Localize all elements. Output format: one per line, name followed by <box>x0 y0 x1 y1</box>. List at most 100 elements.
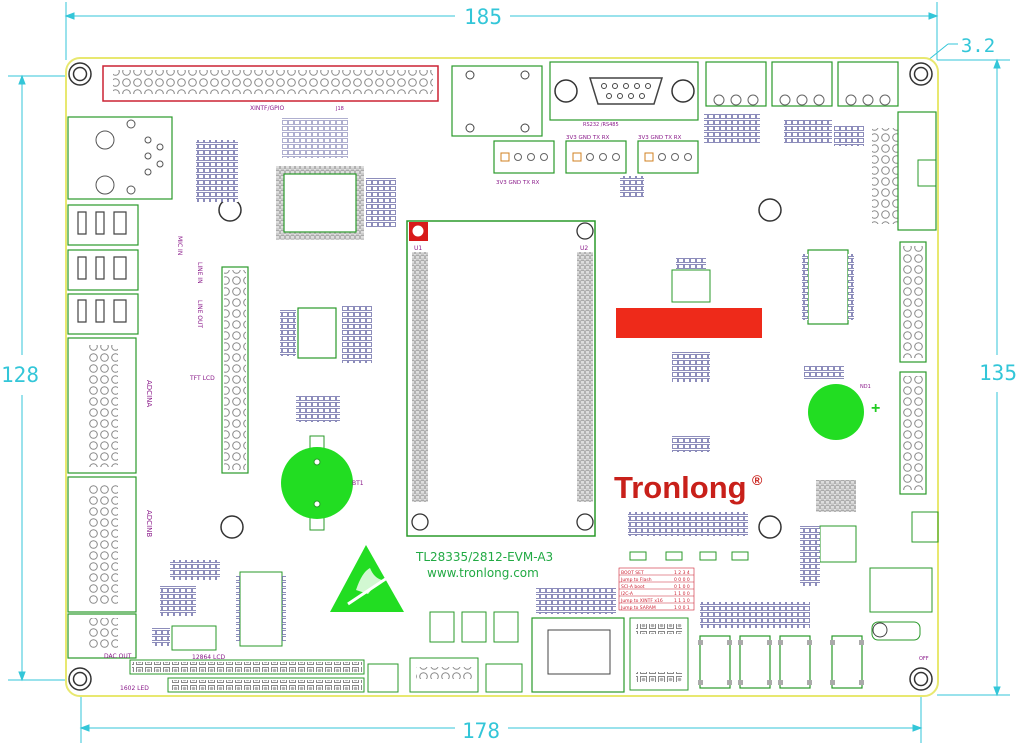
smd-sd-cluster <box>536 588 616 614</box>
push-buttons <box>699 635 863 689</box>
smd-cluster-tr2 <box>784 120 832 144</box>
smd-button-cluster <box>700 602 810 628</box>
boot-table-row-label: Jump to Flash <box>620 577 652 583</box>
label-uart-a: 3V3 GND TX RX <box>496 180 540 186</box>
boot-dip-switch <box>629 617 689 691</box>
stepper-motor-pins <box>416 667 474 679</box>
label-line-in: LINE IN <box>196 262 203 284</box>
dimension-top: 185 <box>464 5 502 29</box>
esd-warning-symbol <box>330 545 404 612</box>
ic-u21-pins-left <box>236 576 240 642</box>
boot-table-row-value: 0 0 0 0 <box>674 577 690 583</box>
lcd-12864-header-row1 <box>132 662 362 672</box>
boot-table-row-label: Jump to SARAM <box>620 605 656 611</box>
boot-dip-pins <box>636 624 682 634</box>
led-1 <box>629 551 647 561</box>
label-u1: U1 <box>414 245 422 252</box>
label-j18: J18 <box>335 106 344 112</box>
rj45-hole <box>520 123 530 133</box>
pot-rv1 <box>171 625 217 651</box>
top-right-pins <box>713 94 891 106</box>
boot-table-row-value: 1 1 0 0 <box>674 591 690 597</box>
uart-headers <box>493 140 699 174</box>
lcd-12864-header-outline <box>129 659 365 675</box>
boot-table-row-value: 1 0 0 1 <box>674 605 690 611</box>
dimension-lines <box>8 2 1010 743</box>
dac-pins <box>88 618 118 650</box>
tft-header-outline <box>221 266 249 474</box>
boot-table-header-value: 1 2 3 4 <box>674 570 690 576</box>
smd-array-top <box>282 118 348 158</box>
ic-u13 <box>672 352 710 382</box>
push-button-pads <box>698 640 864 685</box>
smd-u16 <box>296 396 340 422</box>
smd-u14-right <box>342 305 372 363</box>
sd-card-inner <box>547 629 611 675</box>
dsp-module <box>406 220 596 537</box>
smd-usb-left <box>800 526 820 586</box>
right-header-j1-pins <box>902 246 924 358</box>
label-dac-out: DAC OUT <box>104 653 132 660</box>
board-name: TL28335/2812-EVM-A3 <box>415 550 553 564</box>
dimension-left: 128 <box>1 363 39 387</box>
boot-table-row-label: SCI-A boot <box>621 584 645 590</box>
led-3 <box>699 551 717 561</box>
ic-usb-bridge <box>819 525 857 563</box>
small-header-a <box>367 663 399 693</box>
label-u2: U2 <box>580 245 588 252</box>
right-header-j2-pins <box>902 376 924 490</box>
uart-pins <box>500 152 692 162</box>
label-mic-in: MIC IN <box>176 236 183 255</box>
smd-cluster-bl2 <box>160 586 196 616</box>
ic-u24 <box>807 249 849 325</box>
power-switch <box>871 621 921 641</box>
label-bt1: BT1 <box>352 480 364 487</box>
ic-u21-pins-right <box>282 576 286 642</box>
smd-cluster-tr1 <box>704 114 760 144</box>
smd-u14-left <box>280 310 296 356</box>
dimension-right: 135 <box>979 361 1017 385</box>
label-adcinb: ADCINB <box>145 510 153 537</box>
boot-table <box>618 567 695 611</box>
label-uart-c: 3V3 GND TX RX <box>638 135 682 141</box>
transistor-q2 <box>461 611 487 643</box>
stepper-motor-header <box>409 657 479 693</box>
right-header-j1-outline <box>899 241 927 363</box>
qfp-chip <box>276 166 364 240</box>
buzzer-nd1 <box>808 384 864 440</box>
power-jack-hole <box>872 622 888 638</box>
label-uart-b: 3V3 GND TX RX <box>566 135 610 141</box>
boot-table-row-label: I2C-A <box>621 591 634 597</box>
registered-mark: ® <box>752 472 763 488</box>
label-adcina: ADCINA <box>145 380 153 407</box>
label-off: OFF <box>919 656 929 662</box>
dimension-hole: 3.2 <box>961 35 995 57</box>
smd-led-cluster <box>628 512 748 536</box>
dimension-bottom: 178 <box>462 719 500 743</box>
label-tft-lcd: TFT LCD <box>189 375 215 382</box>
label-xintf-gpio: XINTF/GPIO <box>250 105 285 112</box>
rj45-hole <box>520 70 530 80</box>
led-1602-header-outline <box>167 677 365 693</box>
right-header-j2-outline <box>899 371 927 495</box>
website: www.tronlong.com <box>427 566 539 580</box>
boot-table-row-value: 0 1 0 0 <box>674 584 690 590</box>
coin-battery <box>281 435 353 531</box>
boot-table-header-label: BOOT SET <box>621 570 644 576</box>
right-header-j3-pins <box>872 128 898 224</box>
label-12864-lcd: 12864 LCD <box>192 654 226 661</box>
ic-u14 <box>297 307 337 359</box>
smd-array-left <box>196 140 238 202</box>
adcinb-pins <box>88 484 118 606</box>
top-right-connectors <box>705 61 899 107</box>
buzzer-plus: + <box>871 400 880 417</box>
rj45-hole <box>465 70 475 80</box>
ic-u5 <box>672 436 710 452</box>
label-1602-led: 1602 LED <box>120 685 149 692</box>
transistor-q1 <box>429 611 455 643</box>
label-rs232: RS232 /RS485 <box>583 122 619 128</box>
ic-u24-pins-right <box>848 254 854 320</box>
audio-jacks <box>77 211 127 323</box>
ic-u21 <box>239 571 283 647</box>
